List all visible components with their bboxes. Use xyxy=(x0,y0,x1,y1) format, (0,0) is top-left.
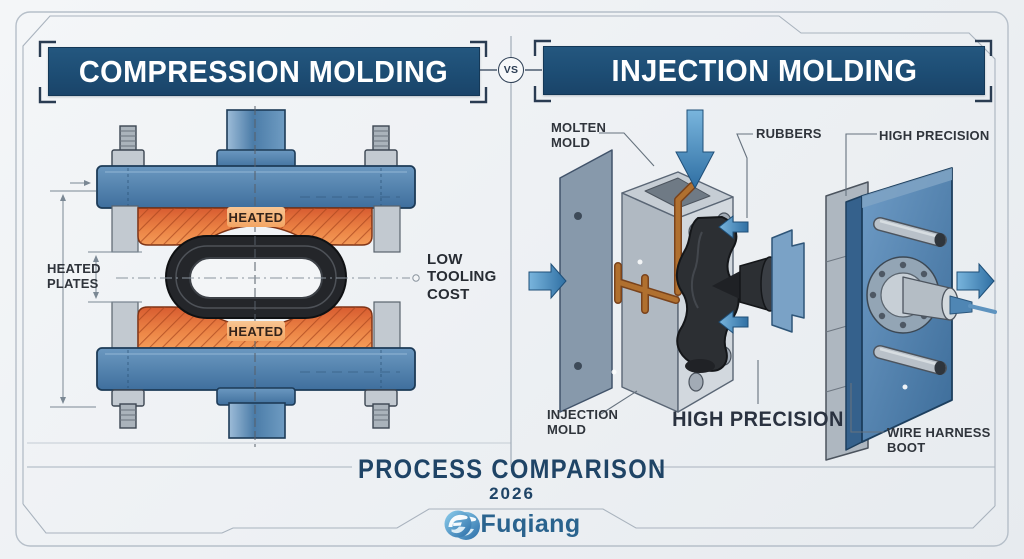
injection-mold-diagram xyxy=(528,109,997,461)
footer-year: 2026 xyxy=(489,484,535,503)
press-bottom-platen xyxy=(96,347,416,391)
heated-label-bottom: HEATED xyxy=(227,321,285,341)
ejector-plate xyxy=(771,229,805,333)
molten-mold-label: MOLTEN MOLD xyxy=(551,120,607,151)
rubbers-label: RUBBERS xyxy=(756,126,822,141)
molded-ring-part xyxy=(165,235,347,319)
vs-badge: VS xyxy=(498,57,524,83)
injection-mold-label: INJECTION MOLD xyxy=(547,407,619,438)
press-bolts-bottom xyxy=(111,389,398,429)
press-bottom-ram xyxy=(216,387,296,439)
press-centerlines xyxy=(116,106,420,447)
high-precision-top-label: HIGH PRECISION xyxy=(879,128,990,143)
clamp-mold-block xyxy=(825,167,997,461)
callout-lines xyxy=(599,132,884,433)
vs-label: VS xyxy=(503,64,519,76)
brand-icon xyxy=(444,510,472,538)
press-top-ram xyxy=(216,109,296,170)
high-precision-main-label: HIGH PRECISION xyxy=(672,408,844,431)
compression-title: COMPRESSION MOLDING xyxy=(79,53,449,89)
injection-title: INJECTION MOLDING xyxy=(611,52,917,88)
press-bolt-columns xyxy=(111,205,401,351)
injection-title-banner: INJECTION MOLDING xyxy=(543,46,985,95)
press-top-platen xyxy=(96,165,416,209)
wire-harness-boot-label: WIRE HARNESS BOOT xyxy=(887,425,991,456)
heated-plates-label: HEATED PLATES xyxy=(47,261,101,292)
flow-arrows xyxy=(528,109,995,335)
frame-decoration xyxy=(15,11,1009,547)
brand-name: Fuqiang xyxy=(480,509,581,538)
press-bolts-top xyxy=(111,125,398,169)
brand-lockup: Fuqiang xyxy=(0,509,1024,539)
compression-title-banner: COMPRESSION MOLDING xyxy=(48,47,480,96)
low-tooling-cost-label: LOW TOOLING COST xyxy=(427,251,497,303)
press-dimension-lines xyxy=(50,180,142,408)
heated-label-top: HEATED xyxy=(227,207,285,227)
molded-rubber-part xyxy=(676,215,740,373)
runner-channels xyxy=(614,182,696,314)
footer-title: PROCESS COMPARISON xyxy=(357,454,667,484)
